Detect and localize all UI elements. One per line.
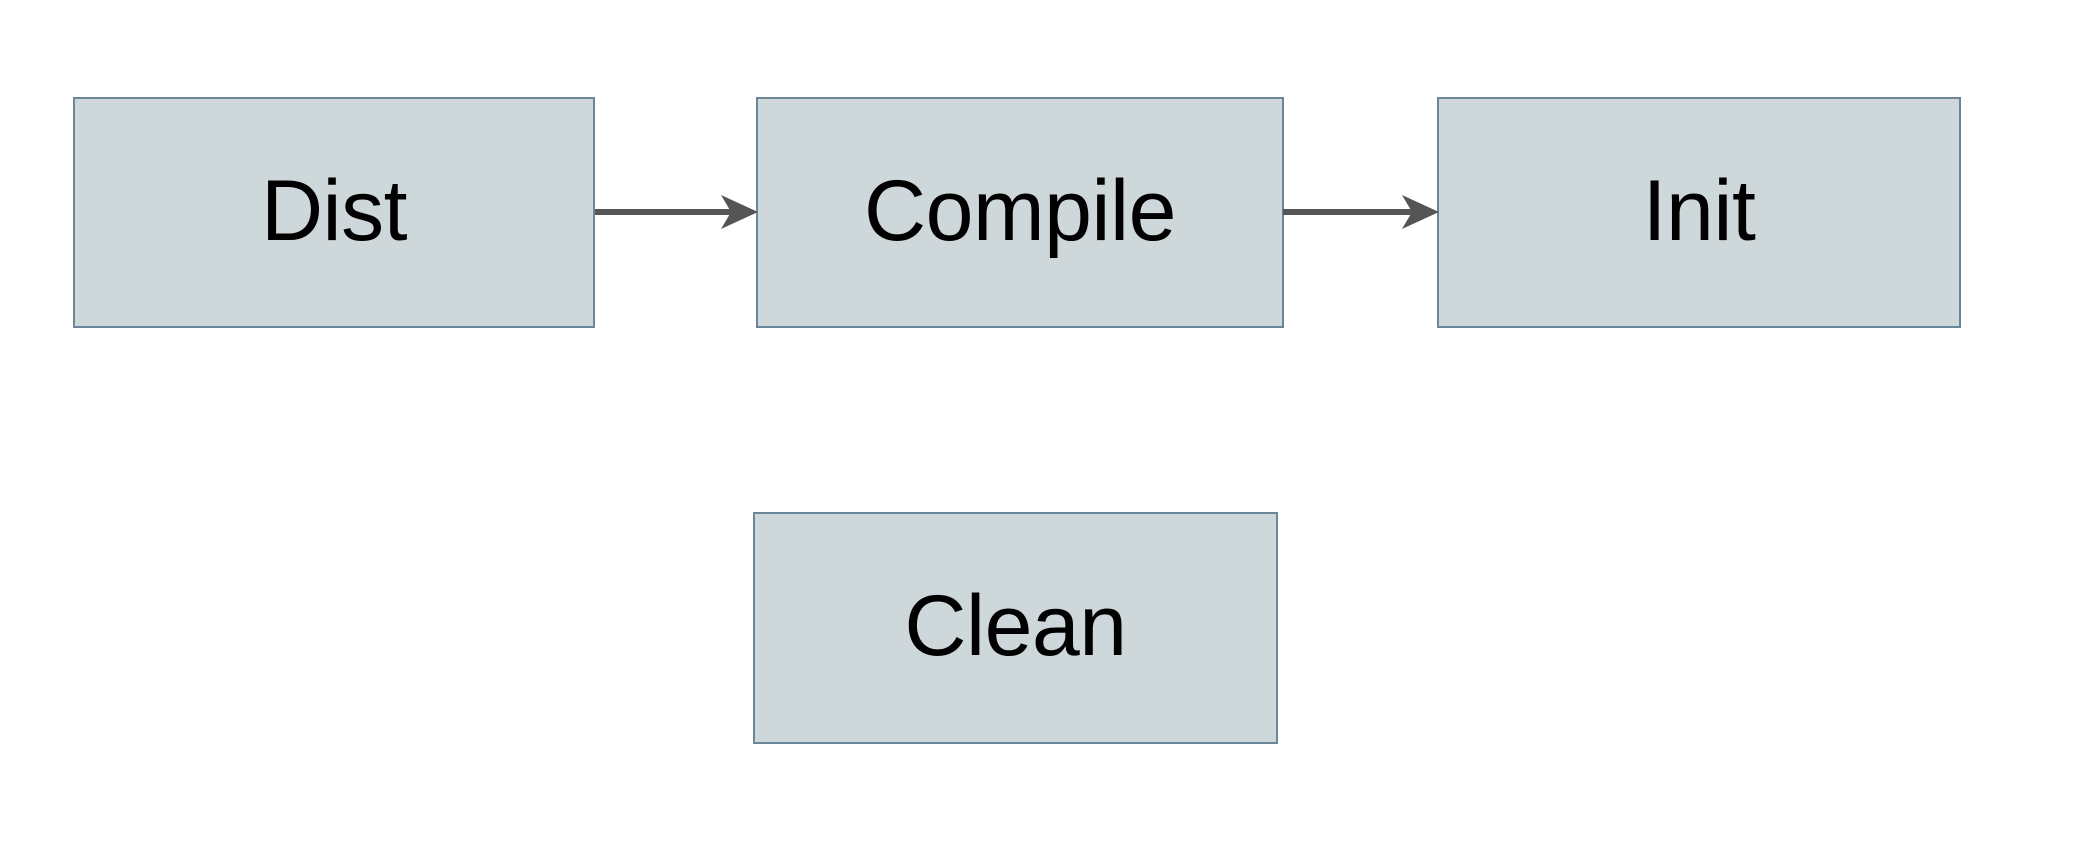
- node-compile-label: Compile: [864, 162, 1176, 259]
- node-dist[interactable]: Dist: [73, 97, 595, 328]
- arrowhead-icon: [721, 195, 758, 229]
- edge-dist-to-compile[interactable]: [590, 182, 762, 244]
- edge-compile-to-init[interactable]: [1278, 182, 1443, 244]
- node-init-label: Init: [1642, 162, 1756, 259]
- node-clean-label: Clean: [904, 578, 1127, 674]
- node-init[interactable]: Init: [1437, 97, 1961, 328]
- node-compile[interactable]: Compile: [756, 97, 1284, 328]
- arrowhead-icon: [1402, 195, 1439, 229]
- node-dist-label: Dist: [260, 162, 408, 259]
- node-clean[interactable]: Clean: [753, 512, 1278, 744]
